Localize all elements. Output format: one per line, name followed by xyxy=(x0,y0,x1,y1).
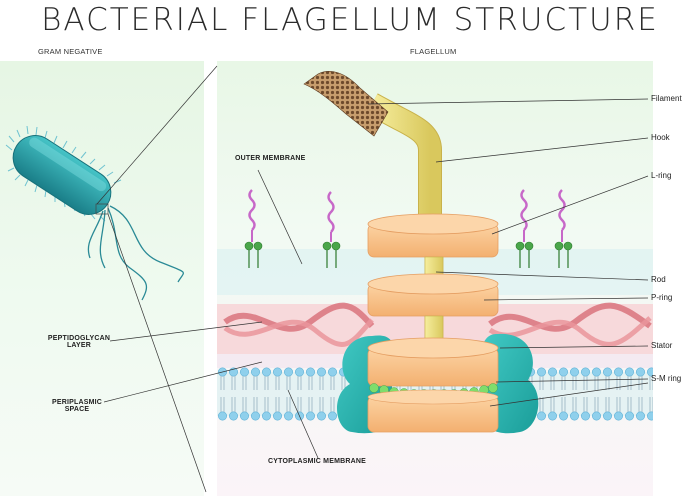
peptidoglycan-strands xyxy=(223,302,652,347)
rod-label: Rod xyxy=(651,275,666,284)
outer-membrane-label: OUTER MEMBRANE xyxy=(235,155,306,162)
hook-shape xyxy=(366,94,441,222)
periplasmic-label-line1: PERIPLASMIC xyxy=(51,399,103,406)
leader-lines xyxy=(103,98,649,459)
sm-ring-label: S-M ring xyxy=(651,374,682,383)
periplasmic-label-line2: SPACE xyxy=(64,406,90,413)
surface-proteins xyxy=(244,189,573,268)
p-ring-shape xyxy=(367,273,499,317)
zoom-lines xyxy=(96,65,218,493)
bacterium-illustration xyxy=(5,125,184,301)
stator-label: Stator xyxy=(651,341,673,350)
p-ring-label: P-ring xyxy=(651,293,673,302)
hook-label: Hook xyxy=(651,133,670,142)
periplasmic-space-label: PERIPLASMIC SPACE xyxy=(42,399,112,413)
filament-shape xyxy=(303,71,389,137)
filament-label: Filament xyxy=(651,94,682,103)
page-title: BACTERIAL FLAGELLUM STRUCTURE xyxy=(41,2,659,38)
cytoplasmic-membrane-label: CYTOPLASMIC MEMBRANE xyxy=(268,458,366,465)
gram-negative-header: GRAM NEGATIVE xyxy=(38,47,103,56)
l-ring-label: L-ring xyxy=(651,171,672,180)
flagellum-header: FLAGELLUM xyxy=(410,47,457,56)
left-panel-background xyxy=(0,61,204,496)
peptidoglycan-label-line1: PEPTIDOGLYCAN xyxy=(47,335,111,342)
peptidoglycan-layer-label: PEPTIDOGLYCAN LAYER xyxy=(38,335,120,349)
l-ring-shape xyxy=(367,213,499,258)
peptidoglycan-label-line2: LAYER xyxy=(66,342,92,349)
sm-ring-shape xyxy=(367,337,499,433)
